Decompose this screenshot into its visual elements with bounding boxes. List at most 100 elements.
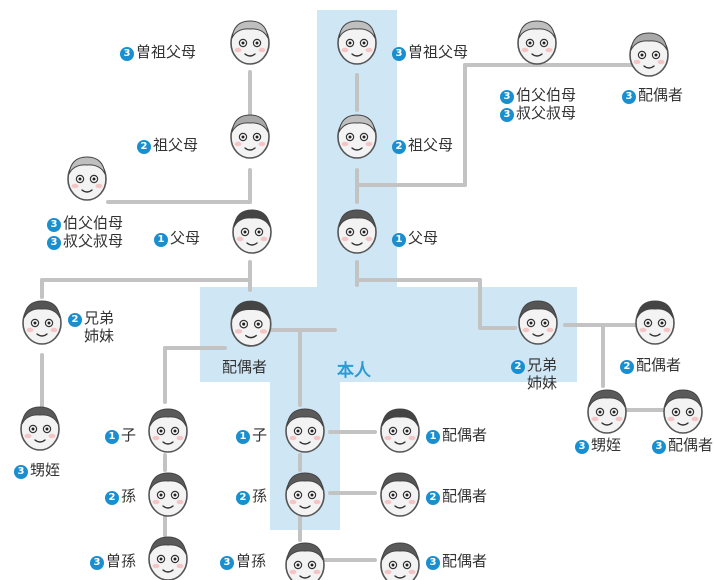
elderly-woman-icon	[624, 28, 674, 78]
elderly-man-icon	[62, 152, 112, 202]
degree-badge: 2	[620, 360, 634, 374]
self-label: 本人	[337, 361, 371, 381]
degree-badge: 1	[154, 233, 168, 247]
degree-badge: 1	[426, 430, 440, 444]
degree-badge: 3	[426, 556, 440, 570]
woman-icon	[375, 404, 425, 454]
child-icon-graphic	[148, 472, 188, 517]
man-icon-graphic	[337, 209, 377, 254]
child-icon-graphic	[285, 542, 325, 580]
child-icon	[280, 404, 330, 454]
degree-badge: 3	[622, 90, 636, 104]
man-icon	[513, 296, 563, 346]
man-icon-graphic	[518, 300, 558, 345]
elderly-man-icon-graphic	[517, 20, 557, 65]
child-icon-graphic	[285, 408, 325, 453]
degree-badge: 3	[500, 90, 514, 104]
degree-badge: 3	[47, 236, 61, 250]
elderly-man-icon	[332, 110, 382, 160]
elderly-woman-icon-graphic	[230, 114, 270, 159]
degree-badge: 3	[47, 218, 61, 232]
degree-badge: 2	[426, 491, 440, 505]
woman-icon-graphic	[635, 300, 675, 345]
child-icon	[658, 385, 708, 435]
child-icon	[15, 402, 65, 452]
child-icon	[143, 468, 193, 518]
woman-icon	[227, 205, 277, 255]
elderly-man-icon-graphic	[230, 20, 270, 65]
man-icon	[332, 205, 382, 255]
degree-badge: 3	[14, 465, 28, 479]
degree-badge: 2	[236, 491, 250, 505]
child-icon	[375, 538, 425, 580]
degree-badge: 3	[90, 556, 104, 570]
elderly-man-icon	[225, 16, 275, 66]
elderly-man-icon-graphic	[337, 20, 377, 65]
degree-badge: 1	[236, 430, 250, 444]
child-icon-graphic	[663, 389, 703, 434]
child-icon	[280, 468, 330, 518]
degree-badge: 1	[105, 430, 119, 444]
degree-badge: 2	[511, 360, 525, 374]
degree-badge: 2	[392, 140, 406, 154]
degree-badge: 3	[120, 47, 134, 61]
man-icon-graphic	[22, 300, 62, 345]
woman-icon	[225, 296, 277, 348]
elderly-woman-icon-graphic	[629, 32, 669, 77]
man-icon-graphic	[380, 472, 420, 517]
child-icon-graphic	[20, 406, 60, 451]
degree-badge: 3	[220, 556, 234, 570]
man-icon	[17, 296, 67, 346]
child-icon	[143, 532, 193, 580]
child-icon-graphic	[148, 536, 188, 580]
label-spouse: 配偶者	[222, 358, 268, 376]
woman-icon-graphic	[380, 408, 420, 453]
woman-icon	[630, 296, 680, 346]
child-icon	[280, 538, 330, 580]
woman-icon-graphic	[230, 300, 272, 347]
elderly-woman-icon	[225, 110, 275, 160]
degree-badge: 2	[105, 491, 119, 505]
woman-icon-graphic	[232, 209, 272, 254]
child-icon-graphic	[148, 408, 188, 453]
child-icon-graphic	[587, 389, 627, 434]
elderly-man-icon	[332, 16, 382, 66]
child-icon-graphic	[380, 542, 420, 580]
elderly-man-icon-graphic	[67, 156, 107, 201]
man-icon	[375, 468, 425, 518]
child-icon	[143, 404, 193, 454]
degree-badge: 3	[575, 440, 589, 454]
degree-badge: 1	[392, 233, 406, 247]
degree-badge: 3	[652, 440, 666, 454]
degree-badge: 3	[500, 108, 514, 122]
elderly-man-icon-graphic	[337, 114, 377, 159]
elderly-man-icon	[512, 16, 562, 66]
child-icon-graphic	[285, 472, 325, 517]
child-icon	[582, 385, 632, 435]
